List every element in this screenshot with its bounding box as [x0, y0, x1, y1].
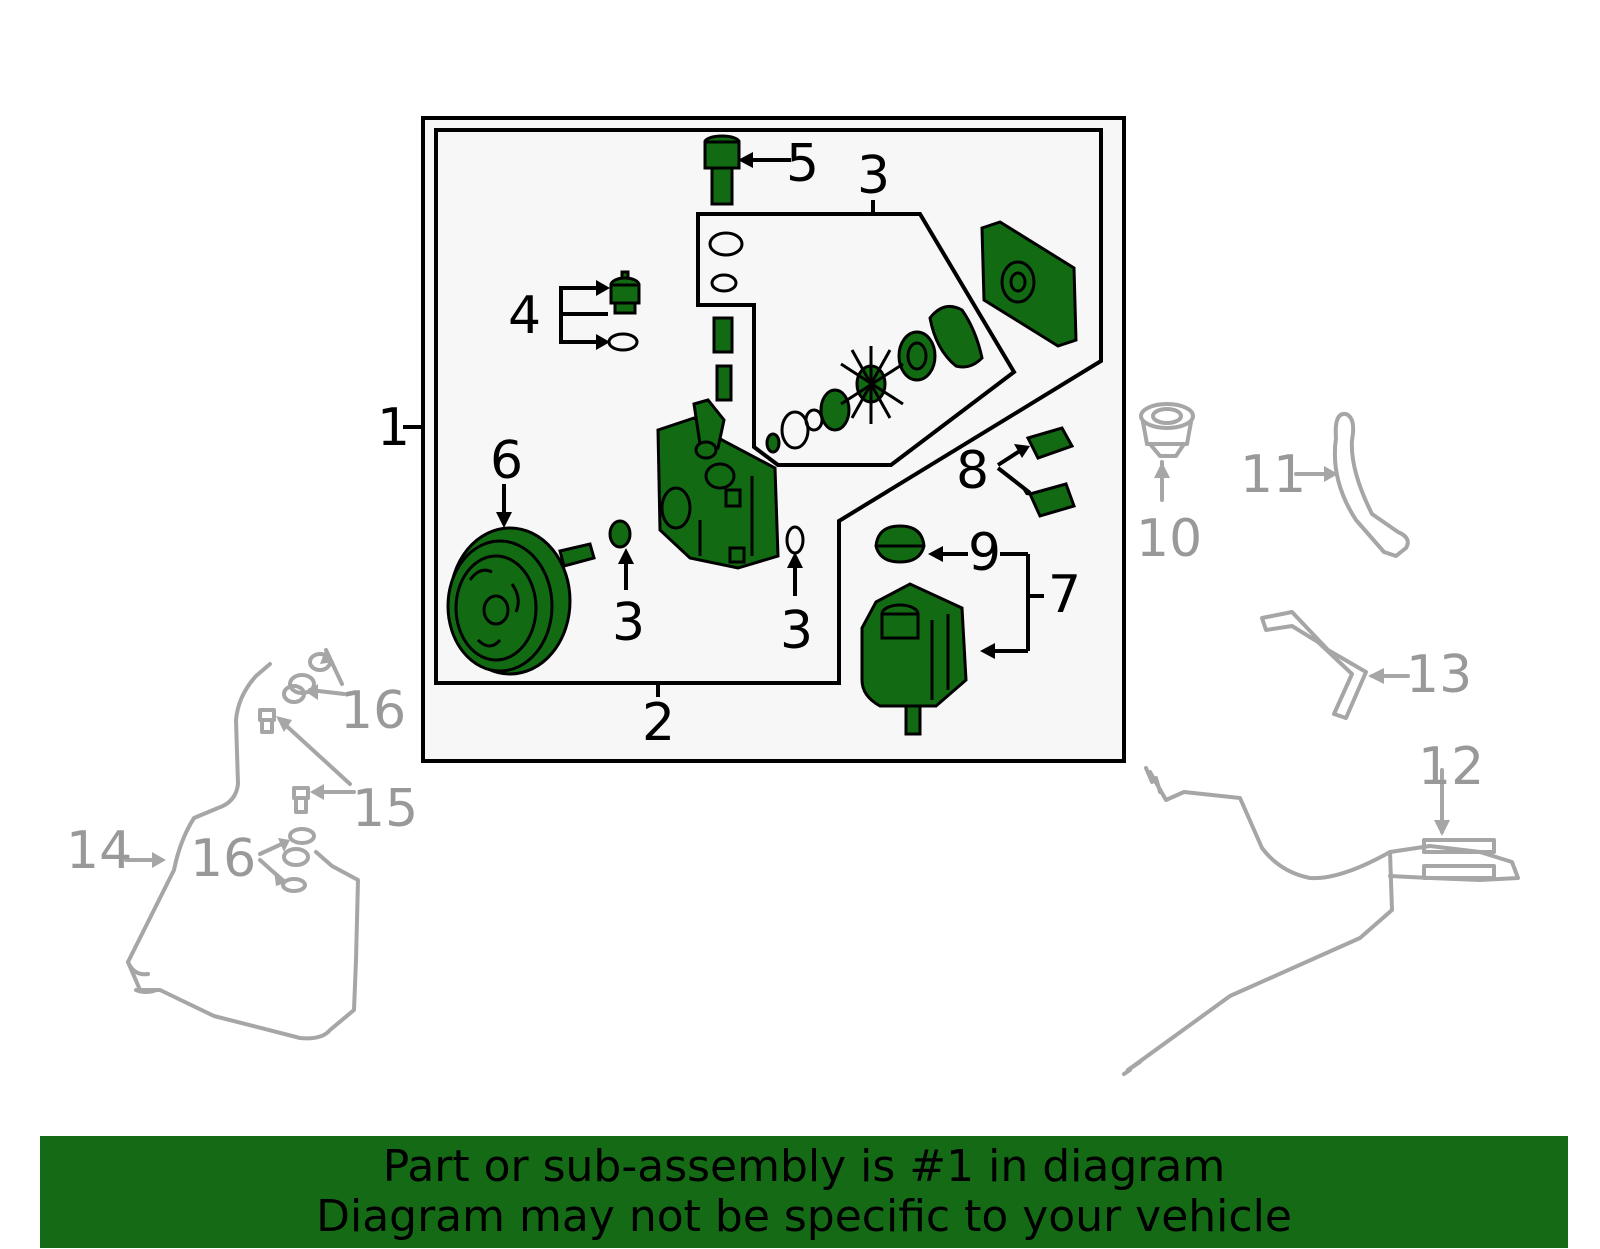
- reservoir-cap: [874, 524, 926, 564]
- footer-banner: Part or sub-assembly is #1 in diagram Di…: [40, 1136, 1568, 1248]
- callout-3-seal: 3: [612, 593, 645, 653]
- callout-12: 12: [1418, 737, 1484, 797]
- external-arrow-heads: [152, 462, 1450, 886]
- callout-7: 7: [1048, 565, 1081, 625]
- callout-1: 1: [377, 398, 410, 458]
- callout-14: 14: [66, 821, 132, 881]
- callout-labels: 1 2 3 3 3 4 5 6 7 8 9 10 11 12 13 14 15 …: [66, 134, 1484, 889]
- callout-3-o-ring: 3: [780, 601, 813, 661]
- callout-13: 13: [1406, 645, 1472, 705]
- callout-2: 2: [642, 693, 675, 753]
- pump-body: [656, 398, 780, 570]
- footer-line-1: Part or sub-assembly is #1 in diagram: [382, 1141, 1226, 1192]
- fitting: [703, 134, 741, 206]
- callout-16-lower: 16: [190, 829, 256, 889]
- reservoir: [860, 582, 968, 736]
- callout-16-upper: 16: [340, 681, 406, 741]
- valve: [607, 270, 641, 352]
- callout-11: 11: [1240, 445, 1306, 505]
- callout-9: 9: [968, 523, 1001, 583]
- pump-subassembly-frame: [434, 128, 1103, 685]
- o-ring: [785, 525, 805, 555]
- footer-line-2: Diagram may not be specific to your vehi…: [316, 1191, 1292, 1242]
- seal-kit-parts: [708, 231, 984, 454]
- callout-6: 6: [490, 431, 523, 491]
- callout-4: 4: [508, 286, 541, 346]
- callout-3-seal-kit: 3: [857, 146, 890, 206]
- callout-5: 5: [786, 134, 819, 194]
- clips: [1025, 426, 1076, 518]
- callout-8: 8: [956, 441, 989, 501]
- callout-15: 15: [352, 779, 418, 839]
- pulley: [446, 526, 596, 676]
- callout-10: 10: [1136, 509, 1202, 569]
- seal-kit-frame: [696, 212, 1017, 467]
- seal-ring: [608, 519, 632, 549]
- cover-plate: [980, 220, 1078, 348]
